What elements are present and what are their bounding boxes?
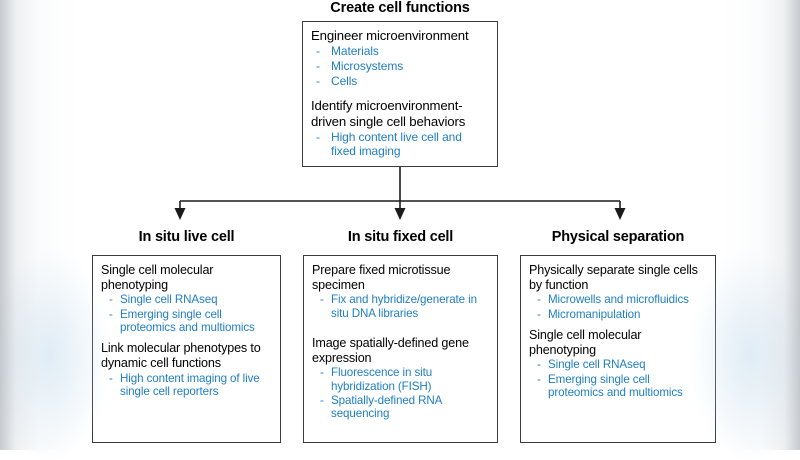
bullet-label: Cells: [331, 74, 358, 89]
diagram-title: Create cell functions: [330, 0, 470, 16]
spacer: [312, 320, 490, 336]
bullet-label: Micromanipulation: [548, 307, 641, 321]
spacer: [101, 334, 273, 341]
bullet-dash-icon: -: [320, 394, 324, 407]
bullet-item: -High content imaging of live single cel…: [101, 372, 273, 399]
column-1-heading-2: Link molecular phenotypes to dynamic cel…: [101, 341, 261, 370]
column-header-physical-separation: Physical separation: [551, 229, 685, 245]
column-3-heading-2: Single cell molecular phenotyping: [529, 328, 642, 357]
bullet-dash-icon: -: [320, 366, 324, 380]
bullet-dash-icon: -: [320, 293, 324, 307]
bullet-item: -High content live cell and fixed imagin…: [311, 130, 489, 158]
bullet-label: Microwells and microfluidics: [548, 293, 689, 307]
column-1-heading-1: Single cell molecular phenotyping: [101, 263, 214, 292]
edge-shadow-left: [0, 0, 92, 450]
bullet-dash-icon: -: [537, 372, 541, 386]
bullet-dash-icon: -: [537, 358, 541, 372]
bullet-label: Microsystems: [331, 59, 404, 74]
top-box-heading-2: Identify microenvironment-driven single …: [311, 98, 466, 129]
bullet-item: -Single cell RNAseq: [101, 293, 273, 306]
bullet-item: -Microwells and microfluidics: [529, 293, 708, 306]
bullet-dash-icon: -: [537, 307, 541, 321]
bullet-item: -Spatially-defined RNA sequencing: [312, 394, 490, 421]
bullet-dash-icon: -: [316, 59, 320, 74]
bullet-label: Spatially-defined RNA sequencing: [331, 394, 442, 421]
bullet-label: Emerging single cell proteomics and mult…: [548, 372, 683, 399]
bullet-item: -Materials: [311, 44, 489, 58]
column-2-heading-2: Image spatially-defined gene expression: [312, 336, 469, 365]
bullet-dash-icon: -: [109, 371, 113, 385]
column-2-bullets-1: -Fix and hybridize/generate in situ DNA …: [312, 293, 490, 320]
edge-shadow-right: [708, 0, 800, 450]
bullet-dash-icon: -: [109, 307, 113, 321]
bullet-dash-icon: -: [537, 293, 541, 307]
column-1-bullets-2: -High content imaging of live single cel…: [101, 372, 273, 399]
bullet-dash-icon: -: [316, 44, 320, 59]
top-box-bullets-1: -Materials -Microsystems -Cells: [311, 44, 489, 88]
bullet-item: -Emerging single cell proteomics and mul…: [529, 373, 708, 400]
column-2-heading-1: Prepare fixed microtissue specimen: [312, 263, 451, 292]
bullet-label: Emerging single cell proteomics and mult…: [120, 307, 255, 334]
bullet-item: -Fluorescence in situ hybridization (FIS…: [312, 366, 490, 393]
column-box-in-situ-live-cell: Single cell molecular phenotyping -Singl…: [92, 255, 281, 443]
bullet-label: Fix and hybridize/generate in situ DNA l…: [331, 293, 477, 320]
bullet-label: Materials: [331, 44, 379, 59]
column-box-in-situ-fixed-cell: Prepare fixed microtissue specimen -Fix …: [303, 255, 498, 443]
top-box-bullets-2: -High content live cell and fixed imagin…: [311, 130, 489, 158]
bullet-item: -Microsystems: [311, 59, 489, 73]
column-3-bullets-1: -Microwells and microfluidics -Micromani…: [529, 293, 708, 321]
column-2-bullets-2: -Fluorescence in situ hybridization (FIS…: [312, 366, 490, 421]
column-box-physical-separation: Physically separate single cells by func…: [520, 255, 716, 443]
top-box: Engineer microenvironment -Materials -Mi…: [302, 21, 498, 167]
bullet-label: Single cell RNAseq: [120, 293, 218, 307]
top-box-heading-1: Engineer microenvironment: [311, 28, 469, 43]
column-3-heading-1: Physically separate single cells by func…: [529, 263, 698, 292]
bullet-item: -Micromanipulation: [529, 308, 708, 321]
bullet-item: -Single cell RNAseq: [529, 358, 708, 371]
bullet-label: High content imaging of live single cell…: [120, 371, 260, 398]
bullet-label: Fluorescence in situ hybridization (FISH…: [331, 366, 433, 393]
bullet-dash-icon: -: [316, 130, 320, 145]
bullet-item: -Emerging single cell proteomics and mul…: [101, 308, 273, 335]
bullet-label: High content live cell and fixed imaging: [331, 130, 462, 159]
bullet-item: -Cells: [311, 74, 489, 88]
spacer: [311, 88, 489, 98]
bullet-label: Single cell RNAseq: [548, 358, 646, 372]
bullet-item: -Fix and hybridize/generate in situ DNA …: [312, 293, 490, 320]
column-header-in-situ-live-cell: In situ live cell: [138, 229, 235, 245]
column-1-bullets-1: -Single cell RNAseq -Emerging single cel…: [101, 293, 273, 334]
column-3-bullets-2: -Single cell RNAseq -Emerging single cel…: [529, 358, 708, 399]
spacer: [529, 321, 708, 328]
column-header-in-situ-fixed-cell: In situ fixed cell: [347, 229, 454, 245]
bullet-dash-icon: -: [109, 293, 113, 307]
bullet-dash-icon: -: [316, 74, 320, 89]
